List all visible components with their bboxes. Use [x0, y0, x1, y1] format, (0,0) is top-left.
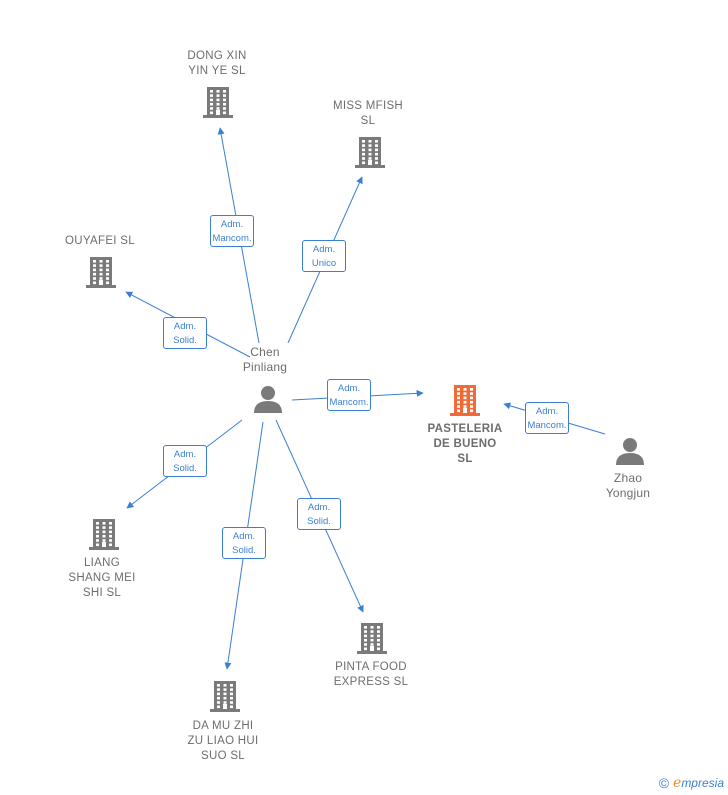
role-badge-line: Mancom.	[527, 420, 567, 431]
role-badge-line: Adm.	[220, 219, 244, 230]
role-badge-line: Adm.	[312, 244, 336, 255]
role-badge-line: Mancom.	[329, 397, 369, 408]
building-icon-missmfish[interactable]	[355, 137, 385, 168]
node-label-line: SHANG MEI	[68, 572, 136, 584]
node-label-line: OUYAFEI SL	[65, 235, 135, 247]
role-badge-line: Mancom.	[212, 233, 252, 244]
building-icon-dongxin[interactable]	[203, 87, 233, 118]
node-label-pasteleria[interactable]: PASTELERIA DE BUENO SL	[428, 422, 503, 467]
role-badge-chen-missmfish[interactable]: Adm. Unico	[302, 240, 346, 272]
building-icon-ouyafei[interactable]	[86, 257, 116, 288]
role-badge-line: Solid.	[173, 463, 197, 474]
node-label-liang[interactable]: LIANG SHANG MEI SHI SL	[68, 556, 135, 601]
person-icon-chen[interactable]	[254, 386, 282, 413]
node-label-pinta[interactable]: PINTA FOOD EXPRESS SL	[334, 660, 409, 690]
node-label-line: Yongjun	[605, 486, 651, 500]
role-badge-zhao-pasteleria[interactable]: Adm. Mancom.	[525, 402, 569, 434]
node-label-line: DONG XIN	[187, 50, 247, 62]
brand-logo-e: e	[673, 775, 682, 791]
brand-watermark: © empresia	[659, 775, 724, 791]
role-badge-line: Solid.	[173, 335, 197, 346]
building-icon-liang[interactable]	[89, 519, 119, 550]
node-label-line: PINTA FOOD	[335, 661, 407, 673]
node-label-line: DA MU ZHI	[192, 720, 254, 732]
role-badge-line: Adm.	[307, 502, 331, 513]
role-badge-line: Solid.	[307, 516, 331, 527]
node-label-line: SHI SL	[82, 587, 122, 599]
role-badge-chen-damu[interactable]: Adm. Solid.	[222, 527, 266, 559]
role-badge-line: Adm.	[232, 531, 256, 542]
role-badge-chen-dongxin[interactable]: Adm. Mancom.	[210, 215, 254, 247]
role-badge-line: Solid.	[232, 545, 256, 556]
copyright-symbol: ©	[658, 775, 670, 791]
node-label-line: MISS MFISH	[332, 100, 404, 112]
brand-logo-word: mpresia	[681, 776, 724, 790]
node-label-line: Pinliang	[242, 360, 288, 374]
node-label-line: LIANG	[83, 557, 120, 569]
role-badge-chen-pasteleria[interactable]: Adm. Mancom.	[327, 379, 371, 411]
node-label-line: Zhao	[613, 471, 643, 485]
building-icon-pasteleria[interactable]	[450, 385, 480, 416]
role-badge-line: Adm.	[173, 449, 197, 460]
role-badge-line: Adm.	[173, 321, 197, 332]
role-badge-line: Adm.	[337, 383, 361, 394]
role-badge-line: Adm.	[535, 406, 559, 417]
node-label-line: SL	[457, 453, 473, 465]
node-label-line: YIN YE SL	[188, 65, 246, 77]
building-icon-damu[interactable]	[210, 681, 240, 712]
node-label-ouyafei[interactable]: OUYAFEI SL	[65, 234, 135, 249]
node-label-line: DE BUENO	[433, 438, 497, 450]
node-label-line: ZU LIAO HUI	[187, 735, 259, 747]
node-label-line: SUO SL	[201, 750, 245, 762]
node-label-line: Chen	[250, 345, 280, 359]
node-label-missmfish[interactable]: MISS MFISH SL	[333, 99, 403, 129]
node-label-line: EXPRESS SL	[333, 676, 409, 688]
person-icon-zhao[interactable]	[616, 438, 644, 465]
node-label-dongxin[interactable]: DONG XIN YIN YE SL	[187, 49, 246, 79]
role-badge-chen-ouyafei[interactable]: Adm. Solid.	[163, 317, 207, 349]
role-badge-chen-liang[interactable]: Adm. Solid.	[163, 445, 207, 477]
node-label-line: SL	[360, 115, 376, 127]
building-icon-pinta[interactable]	[357, 623, 387, 654]
role-badge-line: Unico	[311, 258, 337, 269]
node-label-damu[interactable]: DA MU ZHI ZU LIAO HUI SUO SL	[187, 719, 258, 764]
node-label-line: PASTELERIA	[427, 423, 503, 435]
role-badge-chen-pinta[interactable]: Adm. Solid.	[297, 498, 341, 530]
